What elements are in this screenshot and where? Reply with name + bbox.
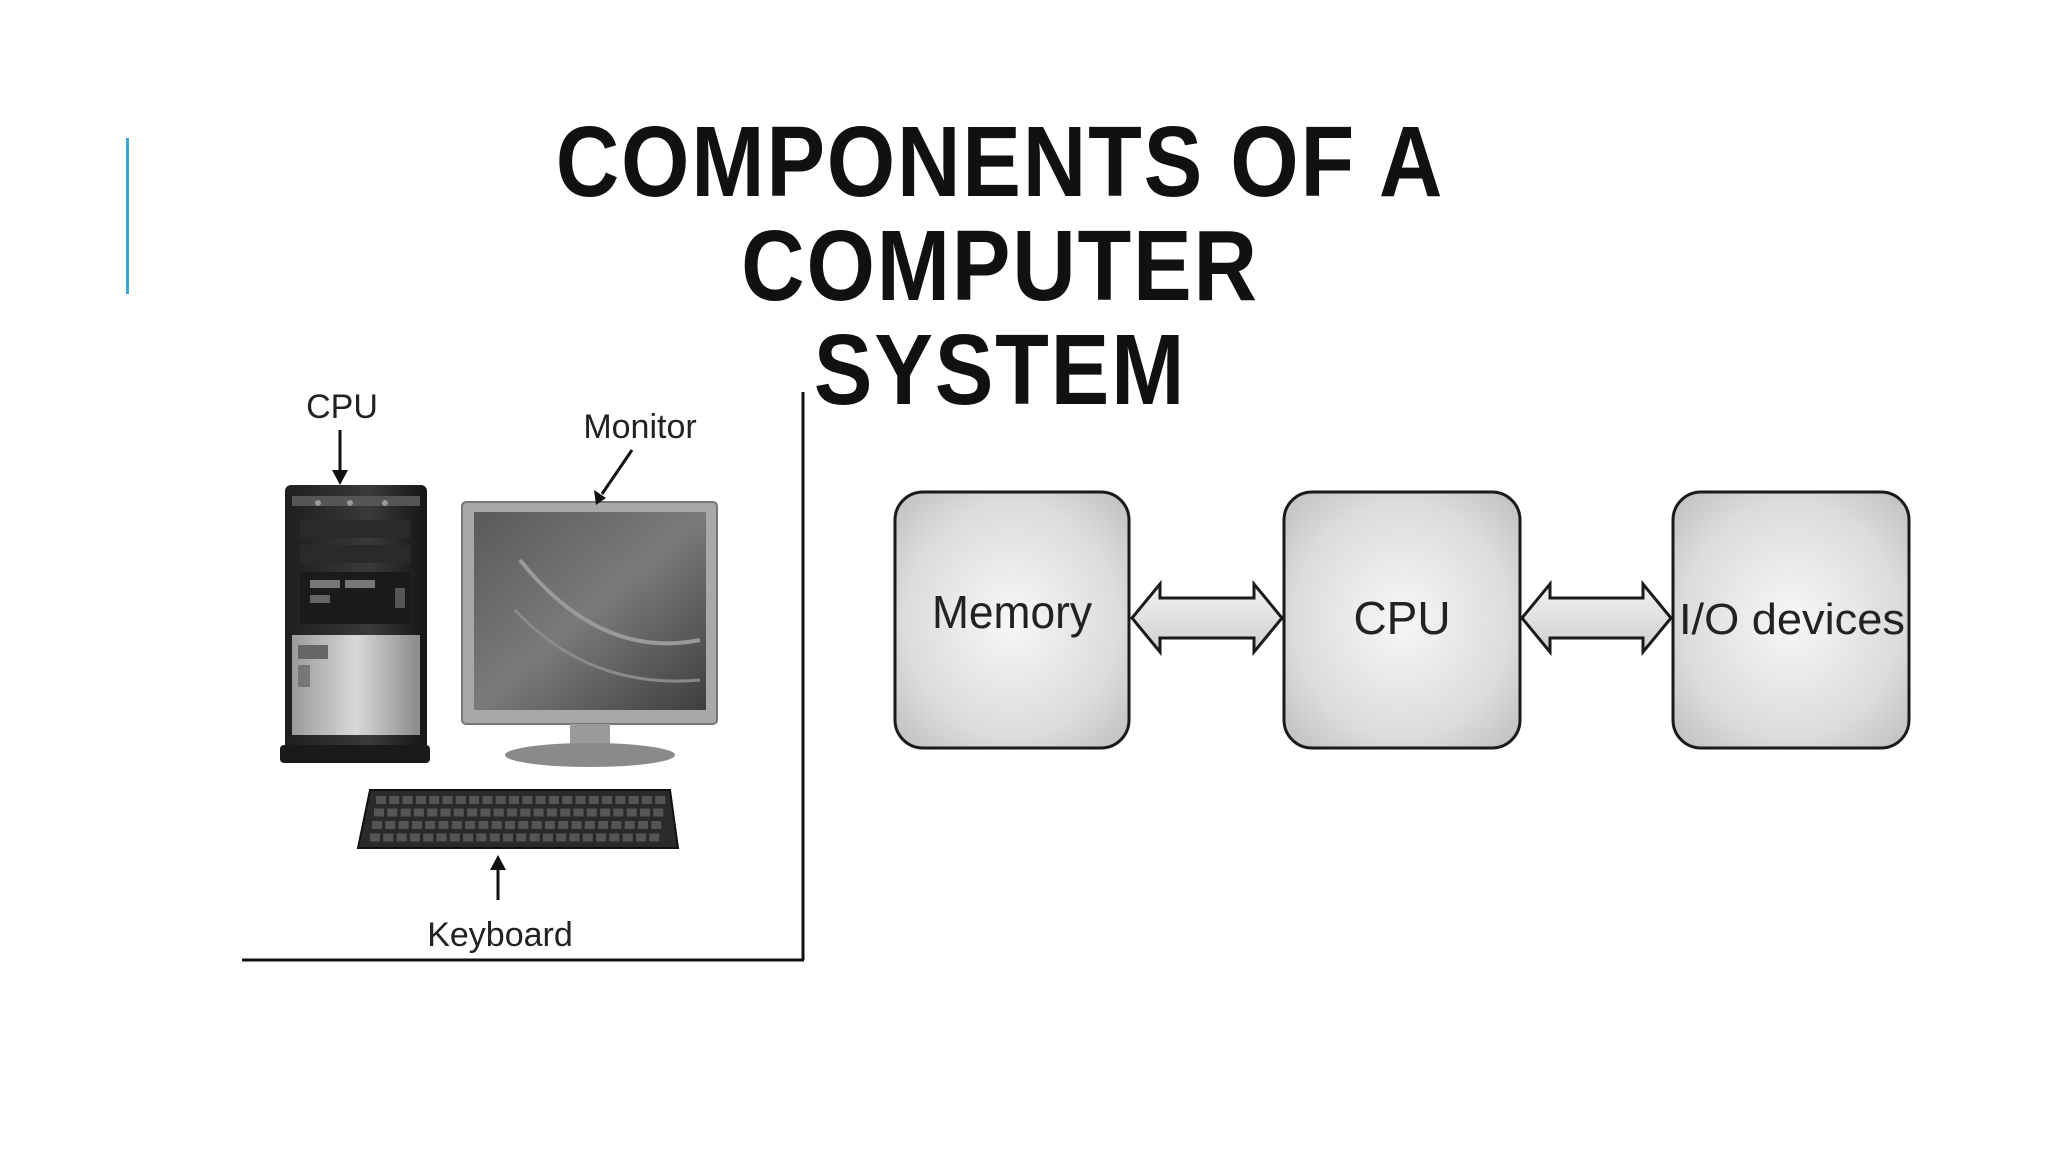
cpu-label: CPU	[306, 388, 378, 426]
io-devices-label: I/O devices	[1679, 595, 1905, 644]
memory-block: Memory	[893, 490, 1131, 750]
keyboard-pointer-arrow	[490, 855, 506, 900]
hardware-illustration: CPU Monitor	[242, 388, 805, 962]
memory-label: Memory	[932, 586, 1092, 638]
accent-bar	[126, 138, 129, 294]
cpu-tower-icon	[280, 485, 430, 763]
io-devices-block: I/O devices	[1671, 490, 1911, 750]
monitor-pointer-arrow	[594, 449, 634, 505]
keyboard-label: Keyboard	[427, 916, 573, 954]
cpu-block: CPU	[1282, 490, 1522, 750]
title-line-1: COMPONENTS OF A COMPUTER	[555, 106, 1445, 322]
cpu-pointer-arrow	[332, 430, 348, 485]
monitor-label: Monitor	[583, 408, 696, 446]
title-line-2: SYSTEM	[813, 314, 1187, 426]
block-diagram: Memory CPU I/O devices	[893, 490, 1911, 750]
cpu-block-label: CPU	[1353, 592, 1450, 644]
memory-cpu-double-arrow	[1130, 579, 1284, 657]
slide-title: COMPONENTS OF A COMPUTER SYSTEM	[287, 110, 1713, 422]
keyboard-icon	[356, 789, 680, 849]
cpu-io-double-arrow	[1520, 579, 1673, 657]
monitor-icon	[461, 501, 718, 767]
